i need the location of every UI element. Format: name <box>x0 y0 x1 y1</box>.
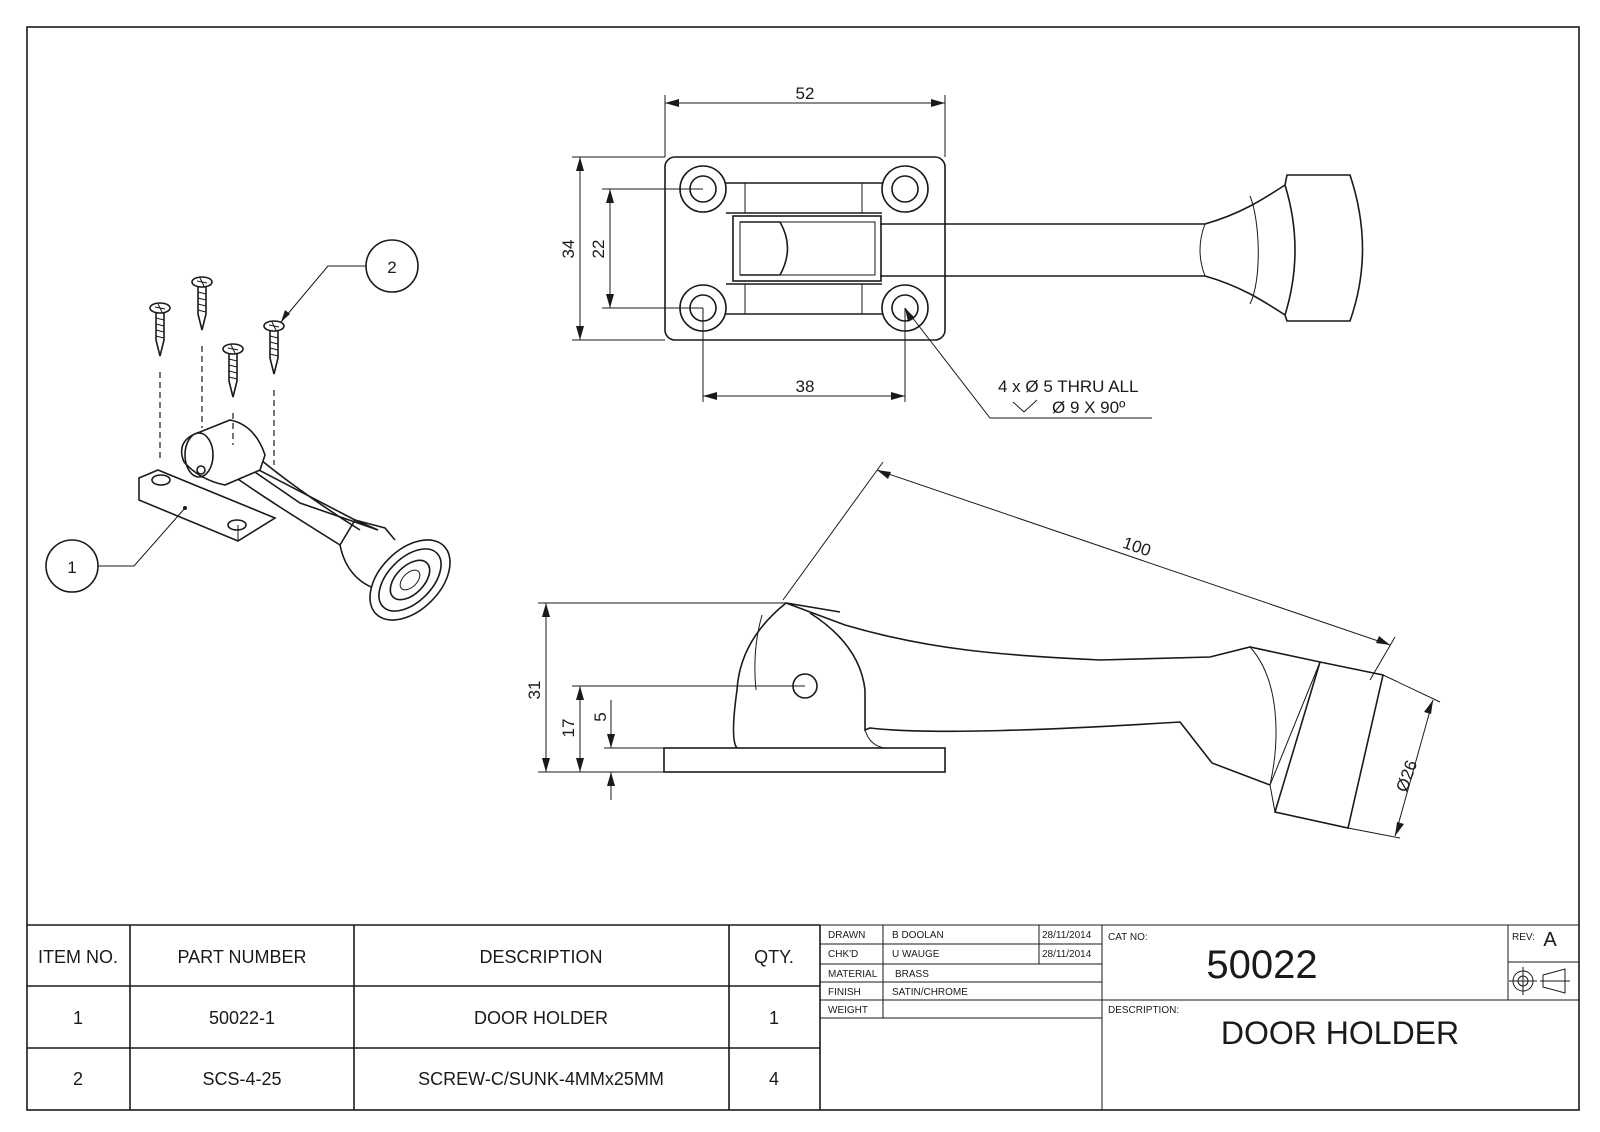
cat-no-value: 50022 <box>1206 943 1317 987</box>
cat-no-label: CAT NO: <box>1108 932 1148 943</box>
bom-row2-description: SCREW-C/SUNK-4MMx25MM <box>418 1069 664 1089</box>
bom-row1-item: 1 <box>73 1008 83 1028</box>
dim-5-label: 5 <box>591 712 610 721</box>
dim-31-label: 31 <box>525 681 544 700</box>
dim-52-label: 52 <box>796 84 815 103</box>
rubber-foot-side <box>1273 661 1384 829</box>
side-view: 100 31 17 5 Ø26 <box>525 461 1441 839</box>
third-angle-projection-icon <box>1509 967 1570 995</box>
dim-38: 38 <box>702 308 906 402</box>
isometric-view: 2 1 <box>45 239 451 621</box>
bom-row2-part: SCS-4-25 <box>202 1069 281 1089</box>
bom-header-part: PART NUMBER <box>177 947 306 967</box>
dim-22-label: 22 <box>589 240 608 259</box>
dim-17-label: 17 <box>559 719 578 738</box>
sheet-border <box>26 26 1580 1111</box>
checked-name: U WAUGE <box>892 949 940 960</box>
dim-5: 5 <box>591 700 664 800</box>
iso-rubber-foot <box>369 539 451 621</box>
checked-label: CHK'D <box>828 949 858 960</box>
bom-row1-part: 50022-1 <box>209 1008 275 1028</box>
dim-34-label: 34 <box>559 240 578 259</box>
hole-note-line1: 4 x Ø 5 THRU ALL <box>998 377 1138 396</box>
bom-row2-qty: 4 <box>769 1069 779 1089</box>
weight-label: WEIGHT <box>828 1005 868 1016</box>
drawn-label: DRAWN <box>828 930 865 941</box>
iso-screws <box>149 276 285 465</box>
description-label: DESCRIPTION: <box>1108 1005 1179 1016</box>
side-base <box>663 747 946 773</box>
rev-value: A <box>1543 929 1557 951</box>
dim-22: 22 <box>589 188 703 309</box>
finish-label: FINISH <box>828 987 861 998</box>
dim-26-label: Ø26 <box>1392 758 1421 795</box>
balloon-item-2: 2 <box>280 239 419 323</box>
description-value: DOOR HOLDER <box>1221 1015 1459 1051</box>
dim-17: 17 <box>559 685 805 773</box>
base-plate-outline <box>664 156 946 341</box>
dim-100: 100 <box>782 461 1396 681</box>
bom-header-item: ITEM NO. <box>38 947 118 967</box>
drawn-date: 28/11/2014 <box>1042 930 1092 941</box>
bom-header-description: DESCRIPTION <box>479 947 602 967</box>
bom-row1-description: DOOR HOLDER <box>474 1008 608 1028</box>
balloon-2-label: 2 <box>387 258 396 277</box>
bom-row2-item: 2 <box>73 1069 83 1089</box>
finish-value: SATIN/CHROME <box>892 987 968 998</box>
bom-row1-qty: 1 <box>769 1008 779 1028</box>
hole-callout: 4 x Ø 5 THRU ALL Ø 9 X 90º <box>904 307 1152 419</box>
dim-38-label: 38 <box>796 377 815 396</box>
balloon-item-1: 1 <box>45 506 187 593</box>
bom-header-qty: QTY. <box>754 947 794 967</box>
dim-31: 31 <box>525 602 786 773</box>
rev-label: REV: <box>1512 932 1535 943</box>
top-view: 52 34 22 38 4 x Ø 5 THRU ALL Ø 9 X 90º <box>559 84 1364 419</box>
dim-100-label: 100 <box>1120 533 1153 560</box>
material-label: MATERIAL <box>828 969 878 980</box>
dim-34: 34 <box>559 156 665 341</box>
title-block: DRAWN B DOOLAN 28/11/2014 CHK'D U WAUGE … <box>820 924 1579 1110</box>
hole-note-line2: Ø 9 X 90º <box>1052 398 1125 417</box>
dim-52: 52 <box>664 84 946 157</box>
balloon-1-label: 1 <box>67 558 76 577</box>
rubber-foot-top <box>1284 174 1364 322</box>
checked-date: 28/11/2014 <box>1042 949 1092 960</box>
mounting-holes <box>679 165 929 332</box>
material-value: BRASS <box>895 969 929 980</box>
bom-table: ITEM NO. PART NUMBER DESCRIPTION QTY. 1 … <box>27 924 821 1110</box>
drawn-name: B DOOLAN <box>892 930 944 941</box>
dim-26: Ø26 <box>1347 674 1441 839</box>
